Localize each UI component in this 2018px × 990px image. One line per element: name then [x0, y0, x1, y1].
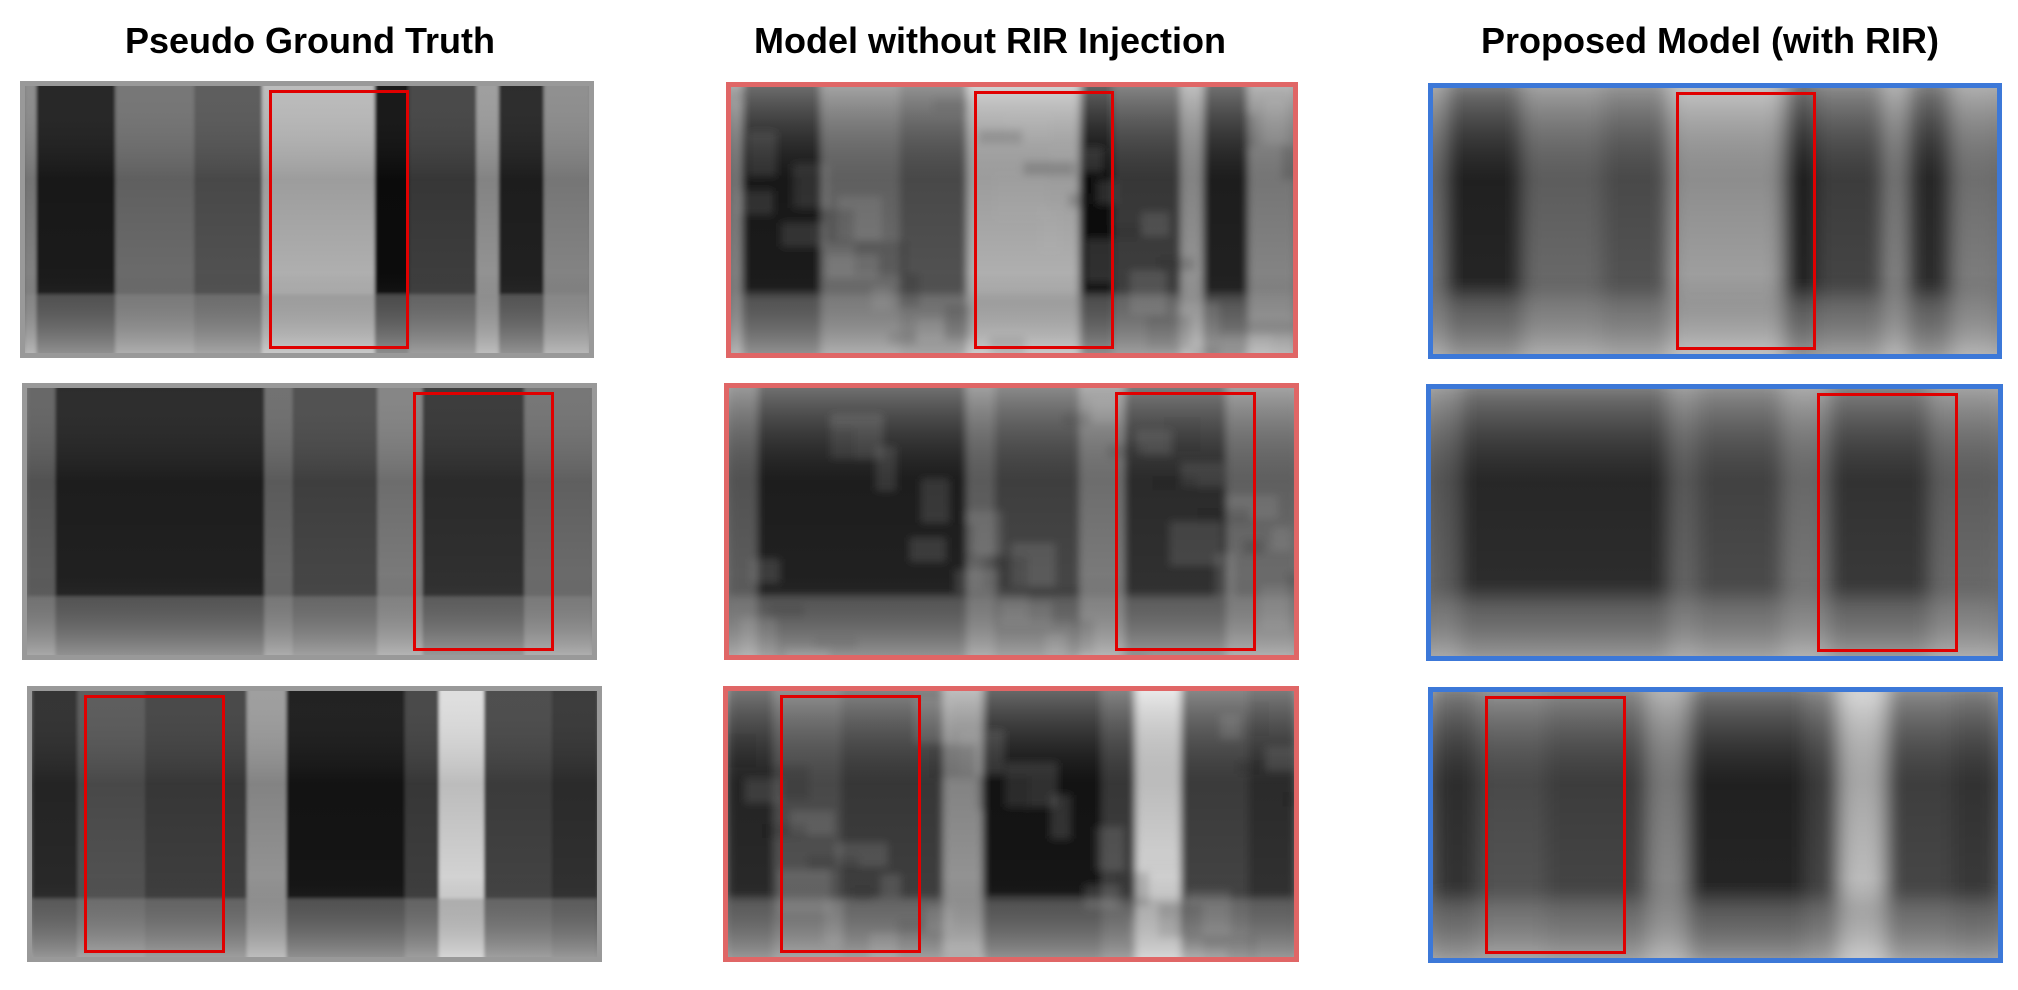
depth-image: [1431, 389, 1998, 656]
highlight-box: [84, 695, 225, 953]
highlight-box: [974, 91, 1114, 349]
highlight-box: [269, 90, 409, 349]
highlight-box: [1485, 696, 1626, 954]
depth-image: [1433, 88, 1997, 354]
highlight-box: [413, 392, 554, 651]
depth-map-scene-3-noisy: [723, 686, 1299, 962]
depth-image: [728, 691, 1294, 957]
highlight-box: [1676, 92, 1816, 350]
depth-image: [731, 87, 1293, 353]
column-title-with-rir: Proposed Model (with RIR): [1481, 20, 1939, 61]
depth-map-scene-3-smooth: [1428, 687, 2003, 963]
depth-map-scene-2-gt: [22, 383, 597, 660]
highlight-box: [780, 695, 921, 953]
depth-map-scene-2-noisy: [724, 383, 1299, 660]
column-title-without-rir: Model without RIR Injection: [754, 20, 1226, 61]
highlight-box: [1817, 393, 1958, 652]
highlight-box: [1115, 392, 1256, 651]
depth-map-scene-3-gt: [27, 686, 602, 962]
depth-image: [25, 86, 589, 353]
depth-image: [1433, 692, 1998, 958]
depth-map-scene-1-gt: [20, 81, 594, 358]
depth-map-scene-1-smooth: [1428, 83, 2002, 359]
depth-map-scene-1-noisy: [726, 82, 1298, 358]
depth-map-scene-2-smooth: [1426, 384, 2003, 661]
column-title-ground-truth: Pseudo Ground Truth: [125, 20, 495, 61]
depth-image: [27, 388, 592, 655]
depth-image: [32, 691, 597, 957]
